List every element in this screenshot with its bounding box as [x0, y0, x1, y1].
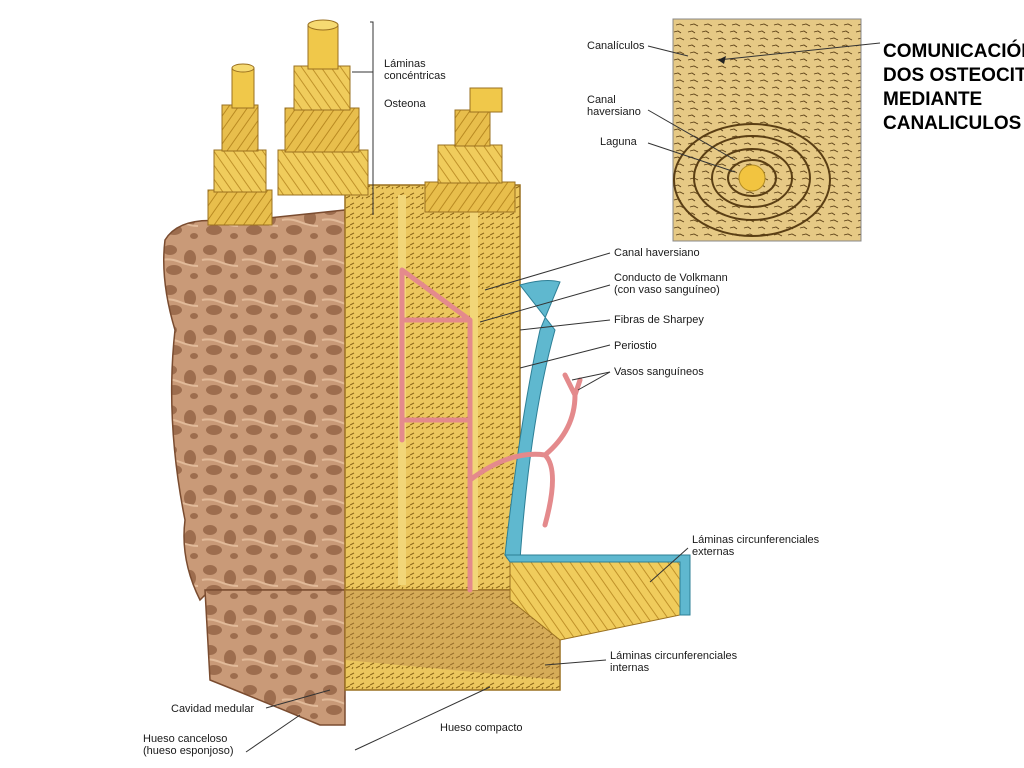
label-vasos-sanguineos: Vasos sanguíneos [614, 366, 704, 378]
label-laguna: Laguna [600, 136, 637, 148]
label-cavidad-medular: Cavidad medular [171, 703, 255, 715]
label-hueso-compacto: Hueso compacto [440, 722, 523, 734]
callout-line-4: CANALICULOS [883, 113, 1022, 134]
label-laminas-externas: Láminas circunferenciales externas [692, 534, 820, 558]
osteon-cross-section-inset [672, 18, 862, 242]
callout-text: COMUNICACIÓN DOS OSTEOCITOS MEDIANTE CAN… [883, 40, 1024, 136]
callout-line-3: MEDIANTE [883, 89, 983, 110]
arrowhead-icon [718, 56, 726, 64]
callout-line-2: DOS OSTEOCITOS [883, 65, 1024, 86]
label-laminas-concentricas: Láminas concéntricas [384, 58, 446, 82]
osteon-columns [207, 19, 516, 226]
label-fibras-sharpey: Fibras de Sharpey [614, 314, 704, 326]
spongy-bone [163, 209, 351, 726]
label-periostio: Periostio [614, 340, 657, 352]
osteon-center [277, 19, 369, 196]
label-canaliculos: Canalículos [587, 40, 645, 52]
blood-vessels [399, 267, 583, 593]
compact-bone [344, 184, 681, 691]
label-canal-haversiano-inset: Canal haversiano [587, 94, 641, 118]
label-osteona: Osteona [384, 98, 426, 110]
osteon-left [207, 63, 273, 226]
label-laminas-internas: Láminas circunferenciales internas [610, 650, 738, 674]
osteon-right [424, 87, 516, 213]
label-canal-haversiano: Canal haversiano [614, 247, 700, 259]
leader-lines [245, 21, 881, 753]
periosteum [504, 280, 691, 616]
label-hueso-canceloso: Hueso canceloso (hueso esponjoso) [143, 733, 234, 757]
callout-line-1: COMUNICACIÓN [883, 41, 1024, 62]
label-conducto-volkmann: Conducto de Volkmann (con vaso sanguíneo… [614, 272, 728, 296]
